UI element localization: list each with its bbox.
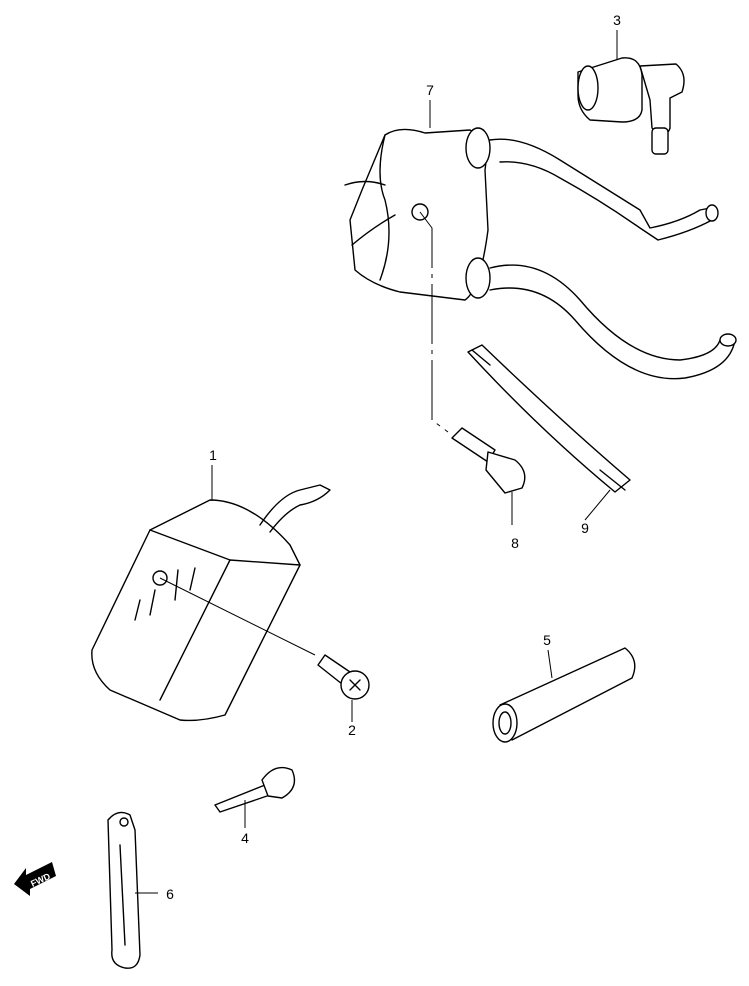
part-7-ignition-coil[interactable] xyxy=(344,127,737,380)
part-1-igniter[interactable] xyxy=(91,484,331,722)
part-3-plug-cap[interactable] xyxy=(577,57,685,155)
callout-7: 7 xyxy=(426,82,434,98)
callout-6: 6 xyxy=(166,886,174,902)
part-9-hose[interactable] xyxy=(467,344,631,493)
callout-8: 8 xyxy=(511,535,519,551)
callout-1: 1 xyxy=(209,447,217,463)
leader-9 xyxy=(584,489,611,521)
leader-5 xyxy=(547,649,553,679)
leader-7-bolt xyxy=(419,211,449,433)
callout-3: 3 xyxy=(613,12,621,28)
callout-2: 2 xyxy=(348,722,356,738)
leader-1-screw xyxy=(159,577,316,656)
callout-9: 9 xyxy=(581,520,589,536)
part-5-sleeve[interactable] xyxy=(492,647,636,743)
part-6-band[interactable] xyxy=(107,811,141,969)
part-2-screw[interactable] xyxy=(317,654,370,700)
callout-5: 5 xyxy=(543,632,551,648)
part-8-bolt[interactable] xyxy=(451,427,526,494)
part-4-bolt[interactable] xyxy=(214,766,296,813)
fwd-direction-arrow: FWD xyxy=(14,862,56,896)
callout-4: 4 xyxy=(241,830,249,846)
